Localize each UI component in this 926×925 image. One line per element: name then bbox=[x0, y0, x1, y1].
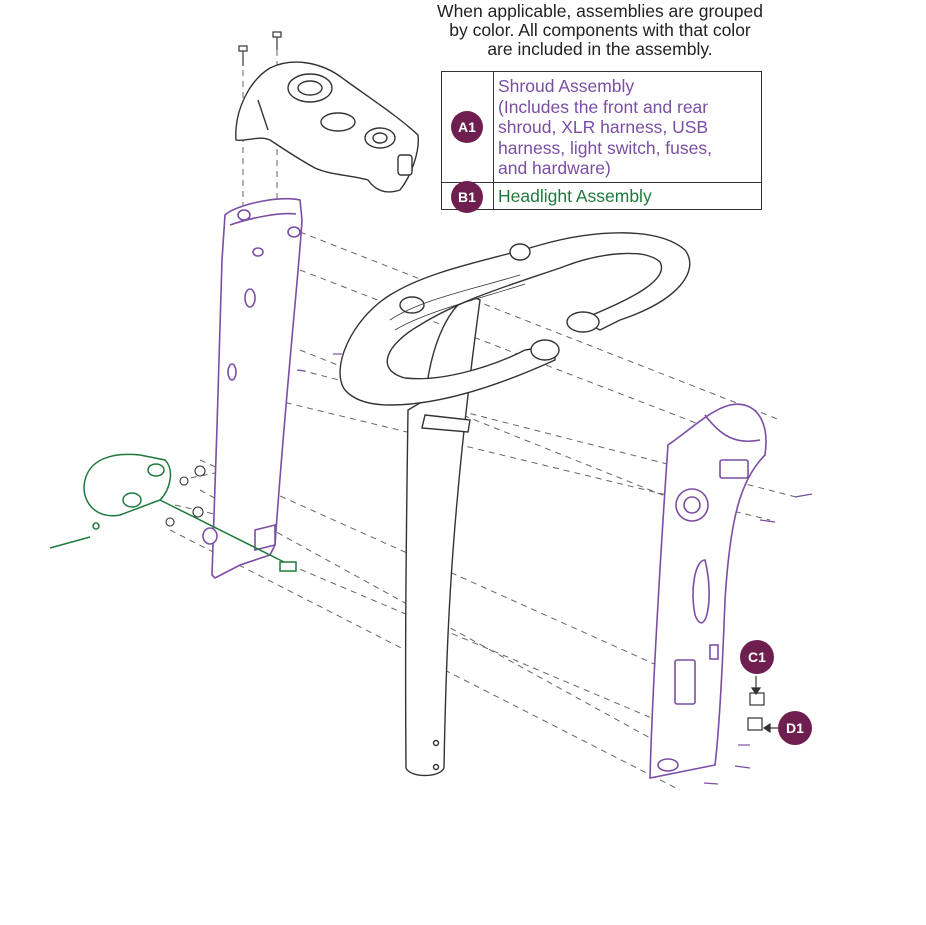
callout-d1: D1 bbox=[778, 711, 812, 745]
fuses bbox=[747, 676, 784, 734]
front-shroud bbox=[202, 197, 303, 579]
note-line: When applicable, assemblies are grouped bbox=[437, 1, 763, 21]
note-line: by color. All components with that color bbox=[449, 20, 751, 40]
headlight-assembly bbox=[49, 453, 297, 572]
console-screws bbox=[238, 31, 282, 66]
assembly-legend-table: A1 Shroud Assembly (Includes the front a… bbox=[441, 71, 762, 213]
washers-nuts bbox=[165, 465, 206, 527]
rear-shroud bbox=[649, 403, 767, 779]
legend-badge-a1: A1 bbox=[451, 111, 483, 143]
legend-badge-b1: B1 bbox=[451, 181, 483, 213]
legend-divider bbox=[493, 72, 494, 209]
legend-line: shroud, XLR harness, USB bbox=[498, 117, 709, 137]
legend-line: harness, light switch, fuses, bbox=[498, 137, 712, 158]
legend-line: Shroud Assembly bbox=[498, 76, 635, 96]
rear-shroud-screws bbox=[296, 353, 813, 785]
assembly-color-note: When applicable, assemblies are grouped … bbox=[380, 2, 820, 59]
handlebar bbox=[339, 232, 691, 406]
tiller-tube bbox=[404, 294, 481, 777]
legend-line: and hardware) bbox=[498, 158, 611, 178]
callout-c1: C1 bbox=[740, 640, 774, 674]
top-console bbox=[235, 61, 419, 193]
legend-text-shroud: Shroud Assembly (Includes the front and … bbox=[498, 76, 712, 179]
legend-line: (Includes the front and rear bbox=[498, 96, 709, 117]
legend-text-headlight: Headlight Assembly bbox=[498, 186, 652, 207]
legend-divider bbox=[442, 182, 761, 183]
legend-line: Headlight Assembly bbox=[498, 186, 652, 206]
note-line: are included in the assembly. bbox=[487, 39, 713, 59]
